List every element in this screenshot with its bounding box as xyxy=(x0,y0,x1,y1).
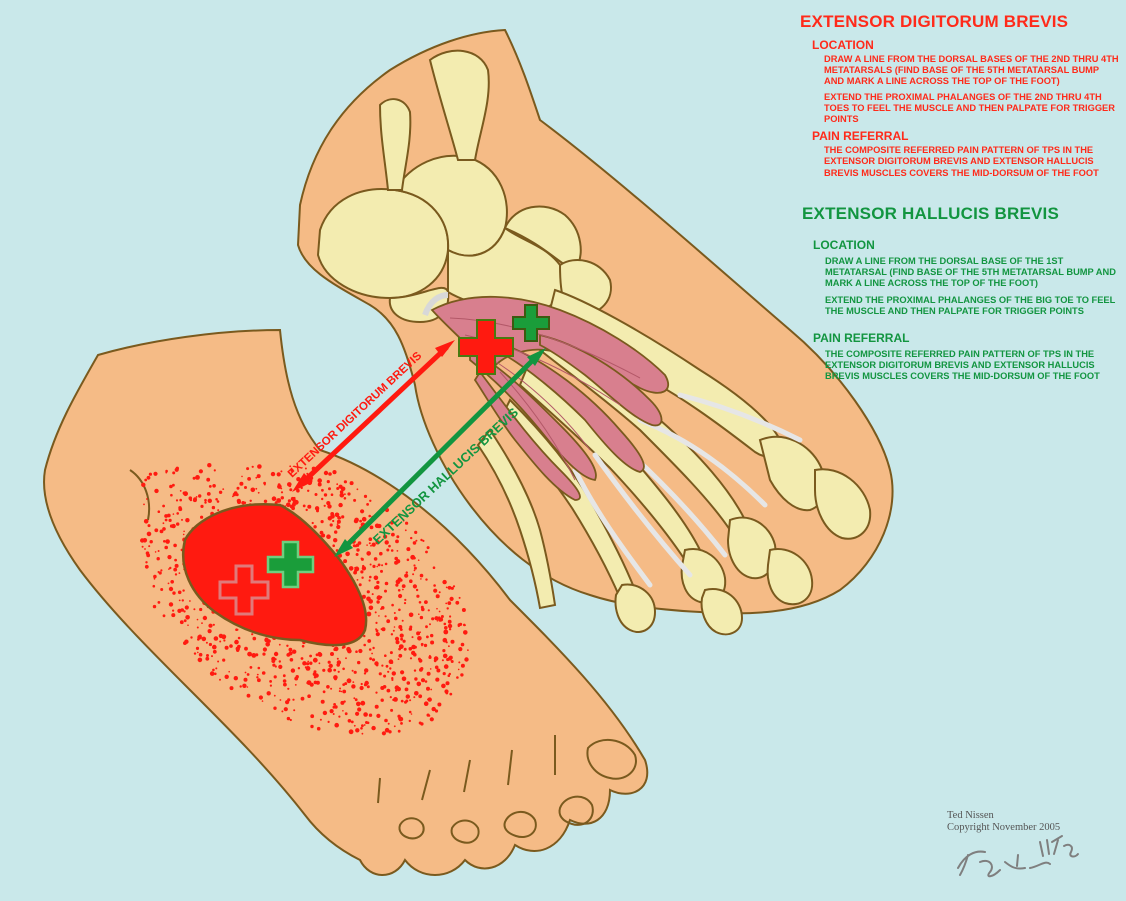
edb-arrow-label: EXTENSOR DIGITORUM BREVIS xyxy=(286,350,425,480)
trigger-point-ehb-marker xyxy=(512,304,550,342)
edb-location-heading: LOCATION xyxy=(812,38,874,52)
ehb-pain-heading: PAIN REFERRAL xyxy=(813,331,910,346)
toe-nails xyxy=(377,735,637,844)
edb-location-text-1: DRAW A LINE FROM THE DORSAL BASES OF THE… xyxy=(824,54,1119,87)
ehb-location-text-2: EXTEND THE PROXIMAL PHALANGES OF THE BIG… xyxy=(825,294,1116,316)
tarsal-bones xyxy=(316,154,612,324)
ehb-location-text-1: DRAW A LINE FROM THE DORSAL BASE OF THE … xyxy=(825,256,1116,289)
ehb-info-panel: EXTENSOR HALLUCIS BREVIS LOCATION DRAW A… xyxy=(802,204,1120,388)
referral-foot xyxy=(43,328,649,876)
edb-pain-text: THE COMPOSITE REFERRED PAIN PATTERN OF T… xyxy=(824,145,1099,178)
edb-arrow xyxy=(292,340,455,492)
author-signature xyxy=(957,835,1079,878)
credit-block: Ted Nissen Copyright November 2005 xyxy=(947,810,1060,834)
edb-title: EXTENSOR DIGITORUM BREVIS xyxy=(800,12,1069,31)
edb-location-text-2: EXTEND THE PROXIMAL PHALANGES OF THE 2ND… xyxy=(824,91,1115,125)
ehb-arrow xyxy=(334,348,546,557)
trigger-point-edb-marker xyxy=(458,319,514,375)
referral-edb-marker xyxy=(218,564,270,616)
credit-copyright: Copyright November 2005 xyxy=(947,822,1061,833)
pain-referral-zone xyxy=(181,502,368,647)
ehb-pain-text: THE COMPOSITE REFERRED PAIN PATTERN OF T… xyxy=(825,349,1100,382)
credit-author: Ted Nissen xyxy=(947,810,994,821)
edb-pain-heading: PAIN REFERRAL xyxy=(812,129,909,144)
referral-ehb-marker xyxy=(266,540,315,589)
ehb-location-heading: LOCATION xyxy=(813,238,875,252)
edb-info-panel: EXTENSOR DIGITORUM BREVIS LOCATION DRAW … xyxy=(800,12,1120,183)
ehb-title: EXTENSOR HALLUCIS BREVIS xyxy=(802,204,1059,223)
anatomy-foot xyxy=(296,28,894,636)
muscle-origin-tendon xyxy=(422,292,449,317)
